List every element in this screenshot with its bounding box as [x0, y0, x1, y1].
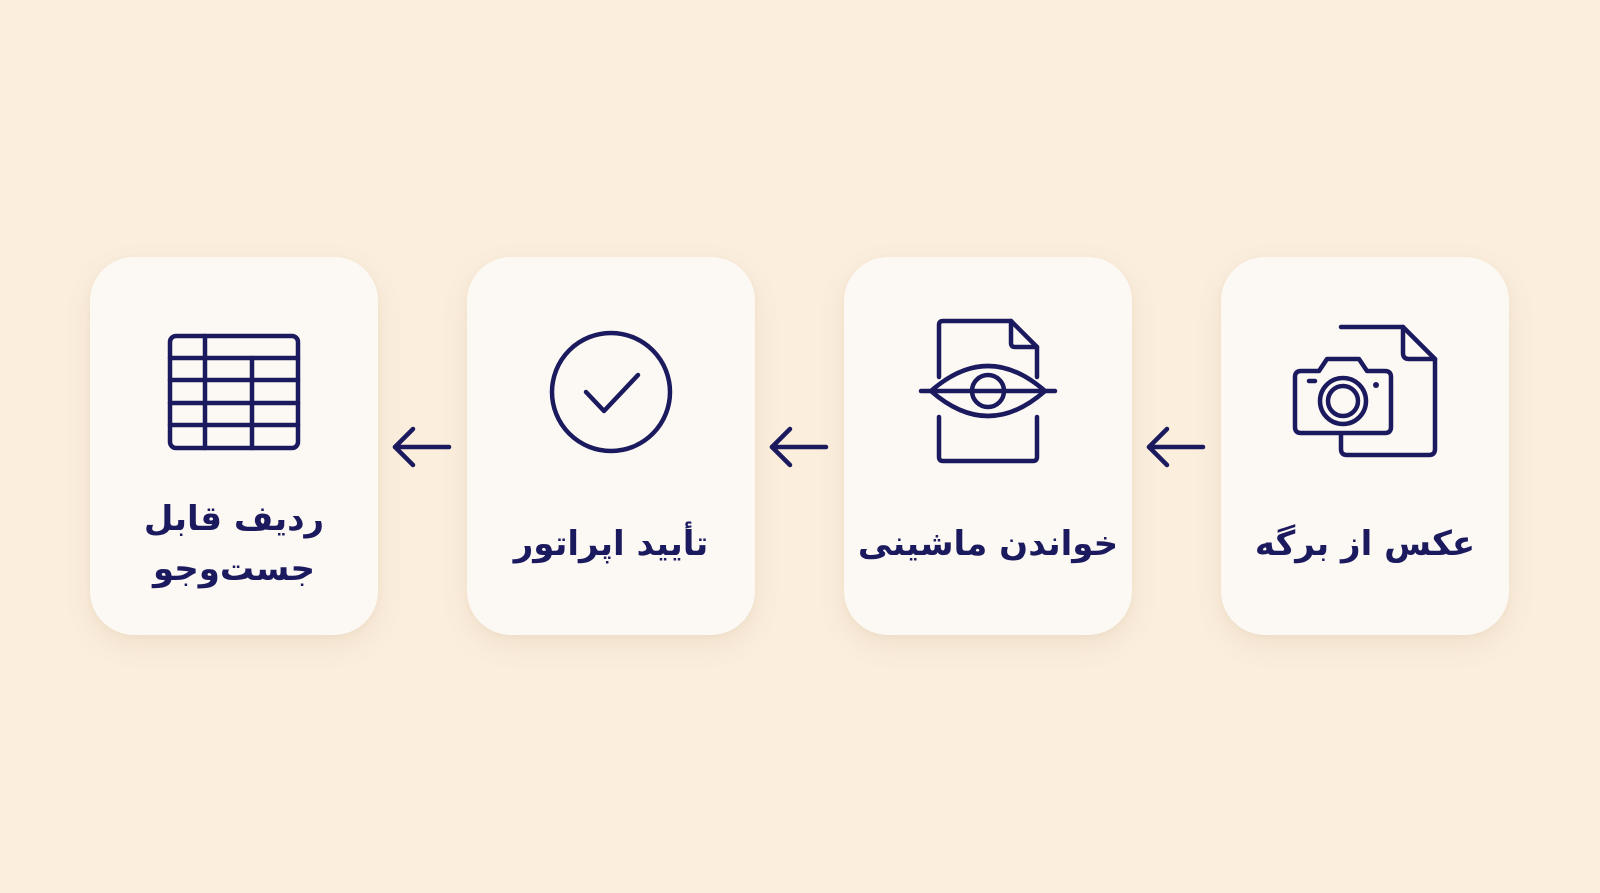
- check-circle-icon: [467, 317, 755, 467]
- document-eye-scan-icon: [844, 317, 1132, 467]
- step-label-machine-reading: خواندن ماشینی: [857, 524, 1119, 564]
- step-card-machine-reading: خواندن ماشینی: [844, 257, 1132, 635]
- step-card-photo: عکس از برگه: [1221, 257, 1509, 635]
- arrow-left-icon: [389, 425, 453, 469]
- step-label-searchable-row: ردیف قابل جست‌وجو: [143, 499, 325, 589]
- table-grid-icon: [90, 317, 378, 467]
- arrow-left-icon: [766, 425, 830, 469]
- step-card-operator-verify: تأیید اپراتور: [467, 257, 755, 635]
- step-label-operator-verify: تأیید اپراتور: [513, 524, 709, 564]
- camera-document-icon: [1221, 317, 1509, 467]
- arrow-left-icon: [1143, 425, 1207, 469]
- step-label-photo: عکس از برگه: [1254, 524, 1476, 564]
- step-card-searchable-row: ردیف قابل جست‌وجو: [90, 257, 378, 635]
